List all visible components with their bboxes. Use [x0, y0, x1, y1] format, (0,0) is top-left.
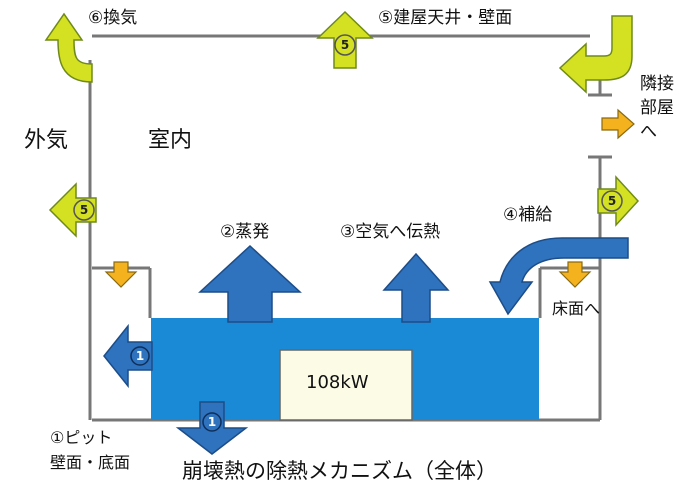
- inside-label: 室内: [148, 128, 193, 153]
- five-badge-right-text: 5: [608, 194, 616, 208]
- one-badge-left: [130, 346, 150, 366]
- ventilation-label: ⑥換気: [88, 8, 138, 28]
- neighbor-label-2: 部屋: [640, 98, 674, 118]
- pit-label-2: 壁面・底面: [50, 453, 131, 472]
- air-transfer-label: ③空気へ伝熱: [340, 222, 441, 242]
- neighbor-label-3: へ: [640, 122, 657, 142]
- adjacent-room-arrow: [601, 108, 635, 140]
- diagram-caption: 崩壊熱の除熱メカニズム（全体）: [182, 459, 497, 483]
- one-badge-bottom: [202, 412, 222, 432]
- left-wall-arrow: [48, 182, 97, 238]
- neighbor-label-1: 隣接: [640, 74, 674, 94]
- five-badge-left-text: 5: [80, 203, 88, 217]
- floor-arrow: [558, 261, 592, 288]
- heat-source-box: [279, 349, 413, 421]
- one-badge-left-text: 1: [136, 349, 144, 363]
- outside-label: 外気: [24, 128, 69, 153]
- heat-value: 108kW: [306, 372, 369, 393]
- building-label: ⑤建屋天井・壁面: [378, 8, 513, 28]
- air-transfer-arrow: [382, 252, 450, 323]
- wall-inflow-arrow: [558, 15, 633, 94]
- pit-left-wall-arrow: [104, 261, 138, 288]
- five-badge-right: [601, 190, 623, 212]
- one-badge-bottom-text: 1: [208, 415, 216, 429]
- makeup-arrow: [488, 237, 629, 316]
- makeup-label: ④補給: [503, 205, 553, 225]
- pit-wall-arrow: [103, 323, 153, 389]
- five-badge-top-text: 5: [341, 38, 349, 52]
- ventilation-arrow: [44, 12, 93, 83]
- evaporation-arrow: [198, 244, 302, 323]
- floor-label: 床面へ: [552, 299, 601, 318]
- evaporation-label: ②蒸発: [220, 222, 270, 242]
- five-badge-left: [73, 199, 95, 221]
- pit-label-1: ①ピット: [50, 428, 113, 447]
- five-badge-top: [334, 34, 356, 56]
